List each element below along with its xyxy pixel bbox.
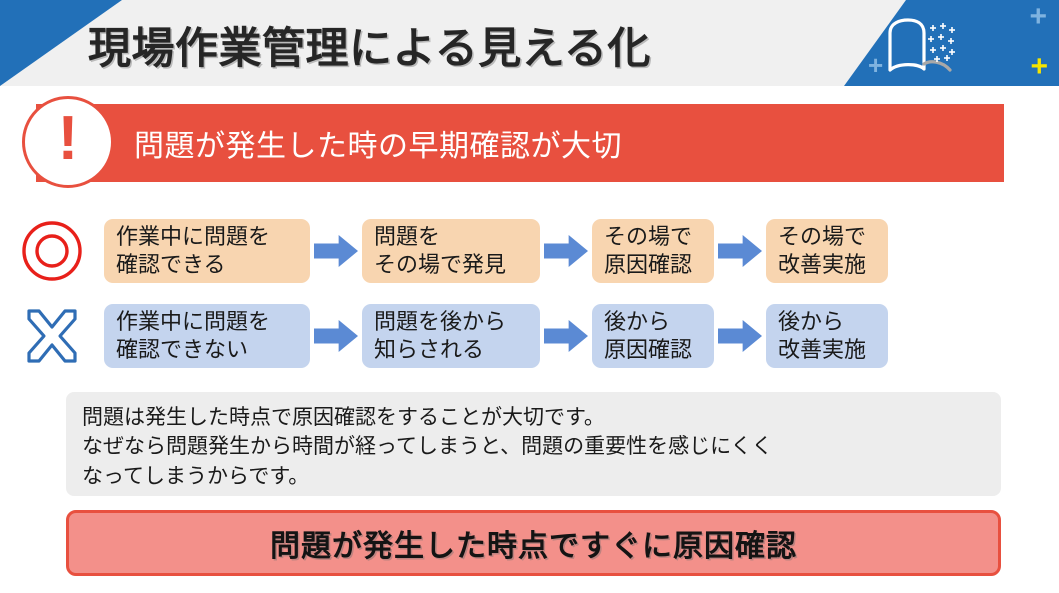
plus-small-icon: + [868,50,884,80]
conclusion-banner: 問題が発生した時点ですぐに原因確認 [66,510,1001,576]
flow-row-bad: 作業中に問題を 確認できない 問題を後から 知らされる 後から 原因確認 後から… [0,300,1059,372]
flow-step-line: 確認できない [116,337,249,362]
page-title: 現場作業管理による見える化 [88,25,651,73]
flow-step-line: 改善実施 [778,252,867,277]
alert-banner-text: 問題が発生した時の早期確認が大切 [134,130,622,163]
flow-step-line: 作業中に問題を [116,224,271,250]
right-arrow-icon [540,316,592,356]
flow-step-box: 問題を後から 知らされる [362,304,540,368]
header-left-triangle-decoration [0,0,122,86]
flow-step-line: 後から [778,309,845,335]
right-arrow-icon [714,316,766,356]
right-arrow-icon [310,316,362,356]
flow-step-line: その場で [604,224,693,250]
flow-step-line: 作業中に問題を [116,309,271,335]
flow-row-good: 作業中に問題を 確認できる 問題を その場で発見 その場で 原因確認 その場で … [0,215,1059,287]
flow-step-line: 改善実施 [778,337,867,362]
plus-large-icon: + [1029,0,1047,33]
flow-step-box: 作業中に問題を 確認できる [104,219,310,283]
flow-step-line: 問題を [374,224,441,250]
header-right-graphic-panel: + + + [844,0,1059,86]
note-line: 問題は発生した時点で原因確認をすることが大切です。 [82,406,605,429]
flow-step-box: 後から 原因確認 [592,304,714,368]
right-arrow-icon [540,231,592,271]
flow-step-box: その場で 改善実施 [766,219,888,283]
page-header: + + + 現場作業管理による見える化 [0,0,1059,86]
flow-step-line: 知らされる [374,337,485,362]
right-arrow-icon [310,231,362,271]
exclamation-mark: ! [57,104,79,173]
explanation-note-box: 問題は発生した時点で原因確認をすることが大切です。 なぜなら問題発生から時間が経… [66,392,1001,496]
sparkles-icon [928,23,955,62]
flow-step-line: 確認できる [116,252,226,277]
flow-step-line: その場で [778,224,867,250]
right-arrow-icon [714,231,766,271]
flow-step-box: 作業中に問題を 確認できない [104,304,310,368]
plus-yellow-icon: + [1030,50,1048,83]
alert-banner: 問題が発生した時の早期確認が大切 [36,104,1004,182]
note-line: なぜなら問題発生から時間が経ってしまうと、問題の重要性を感じにくく [82,435,773,459]
flow-step-line: その場で発見 [374,252,507,277]
cross-bad-icon [0,300,104,372]
note-line: なってしまうからです。 [82,464,310,488]
double-circle-good-icon [0,215,104,287]
flow-step-box: 後から 改善実施 [766,304,888,368]
flow-step-box: その場で 原因確認 [592,219,714,283]
conclusion-banner-text: 問題が発生した時点ですぐに原因確認 [270,530,797,563]
exclamation-circle-icon: ! [22,96,114,188]
flow-step-line: 原因確認 [604,337,693,362]
flow-step-box: 問題を その場で発見 [362,219,540,283]
flow-step-line: 原因確認 [604,252,693,277]
flow-step-line: 後から [604,309,671,335]
book-icon [888,18,955,72]
flow-step-line: 問題を後から [374,309,507,335]
